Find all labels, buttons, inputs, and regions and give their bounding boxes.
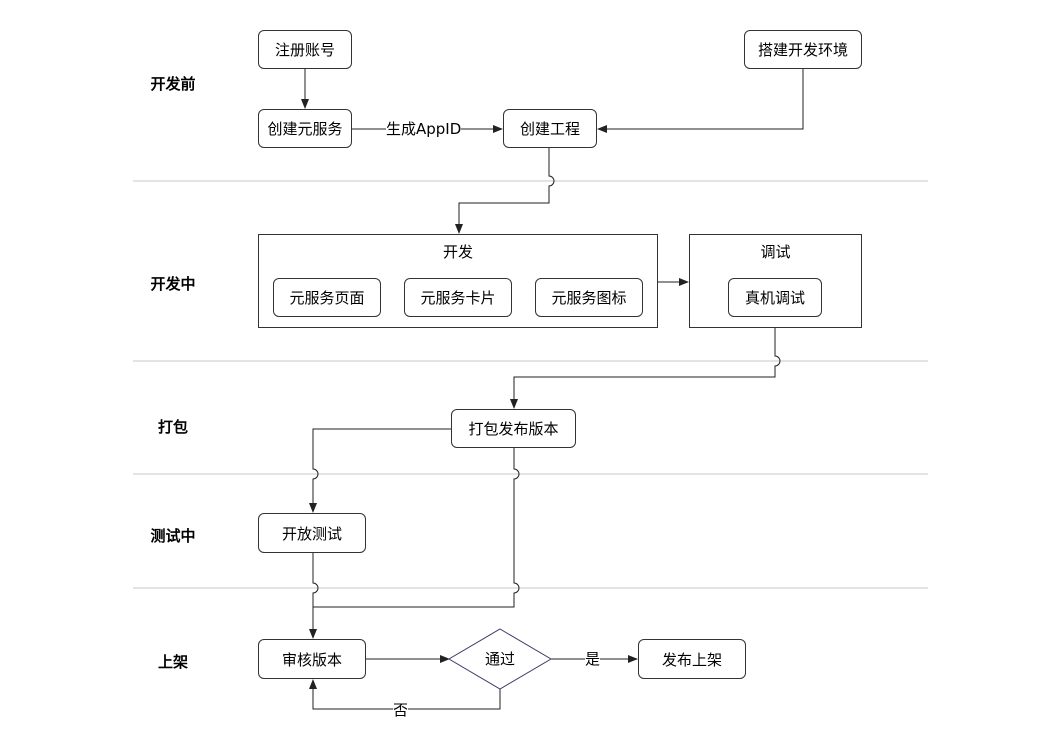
edge-label-appid: 生成AppID	[386, 120, 462, 138]
phase-label-testing: 测试中	[150, 527, 196, 545]
develop-group-title: 开发	[442, 243, 473, 261]
decision-diamond	[448, 628, 552, 690]
phase-label-before: 开发前	[150, 75, 196, 93]
edge-debug-to-package	[510, 328, 781, 409]
service-icon-node: 元服务图标	[535, 278, 643, 317]
publish-node: 发布上架	[638, 639, 746, 679]
phase-label-package: 打包	[157, 418, 188, 436]
register-account-node: 注册账号	[258, 30, 352, 69]
setup-env-node: 搭建开发环境	[744, 30, 862, 69]
phase-label-during: 开发中	[150, 275, 196, 293]
review-version-node: 审核版本	[258, 639, 366, 679]
service-page-node: 元服务页面	[273, 278, 381, 317]
edge-project-to-develop	[455, 148, 555, 234]
edge-label-no: 否	[393, 701, 409, 719]
open-test-node: 开放测试	[258, 513, 366, 553]
create-project-node: 创建工程	[503, 109, 597, 148]
edge-env-to-project	[597, 68, 804, 133]
device-debug-node: 真机调试	[728, 278, 822, 317]
edge-package-to-test	[309, 428, 451, 513]
package-release-node: 打包发布版本	[451, 409, 576, 448]
decision-label: 通过	[484, 650, 515, 668]
create-service-node: 创建元服务	[258, 109, 352, 148]
phase-label-release: 上架	[157, 653, 188, 671]
edge-package-to-review	[313, 448, 520, 608]
service-card-node: 元服务卡片	[404, 278, 512, 317]
edge-test-to-review	[309, 553, 319, 639]
edge-label-yes: 是	[585, 650, 601, 668]
debug-group-title: 调试	[760, 243, 791, 261]
